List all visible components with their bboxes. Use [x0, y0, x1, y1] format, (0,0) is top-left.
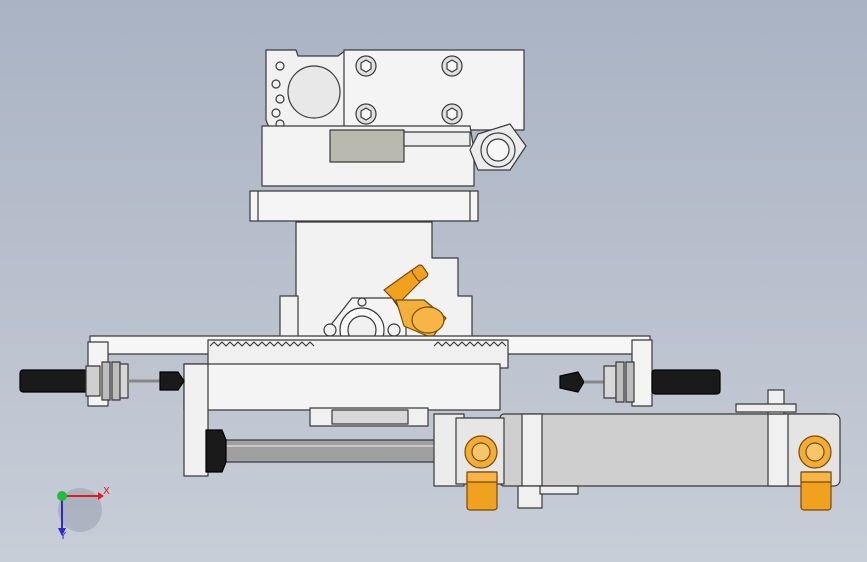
- sensor-clip: [517, 485, 543, 509]
- clamp-bracket: [403, 131, 471, 147]
- piston-rod: [221, 439, 437, 463]
- coordinate-triad-icon: [57, 488, 104, 536]
- rotary-head-assembly: [261, 49, 527, 187]
- axis-x-label: X: [103, 486, 110, 497]
- tie-bracket: [521, 413, 543, 487]
- flange-plate: [249, 190, 479, 222]
- rack-teeth: [209, 341, 507, 347]
- clamp-block: [329, 129, 405, 163]
- rod-end-cap: [205, 429, 227, 473]
- elbow-air-fitting: [383, 264, 447, 339]
- rack-bar: [207, 339, 509, 369]
- dowel-hole: [271, 79, 281, 89]
- pneumatic-cylinder: [205, 389, 841, 511]
- axis-y-label: Y: [60, 531, 67, 542]
- socket-screw: [355, 55, 463, 125]
- right-end-bracket: [631, 339, 653, 407]
- dowel-hole: [271, 108, 281, 118]
- tie-bracket: [767, 413, 789, 487]
- carriage-block: [183, 363, 501, 411]
- rotary-bore: [287, 65, 341, 119]
- housing-side-block: [279, 295, 299, 339]
- left-shock-absorber: [19, 361, 185, 401]
- sensor-clip: [735, 403, 797, 413]
- right-shock-absorber: [559, 361, 721, 403]
- port-fitting: [798, 435, 832, 511]
- hex-nut: [469, 123, 527, 171]
- sensor-clip: [539, 485, 579, 495]
- port-fitting: [464, 435, 498, 511]
- lower-plate: [183, 363, 209, 477]
- dowel-hole: [275, 94, 285, 104]
- dowel-hole: [275, 61, 285, 71]
